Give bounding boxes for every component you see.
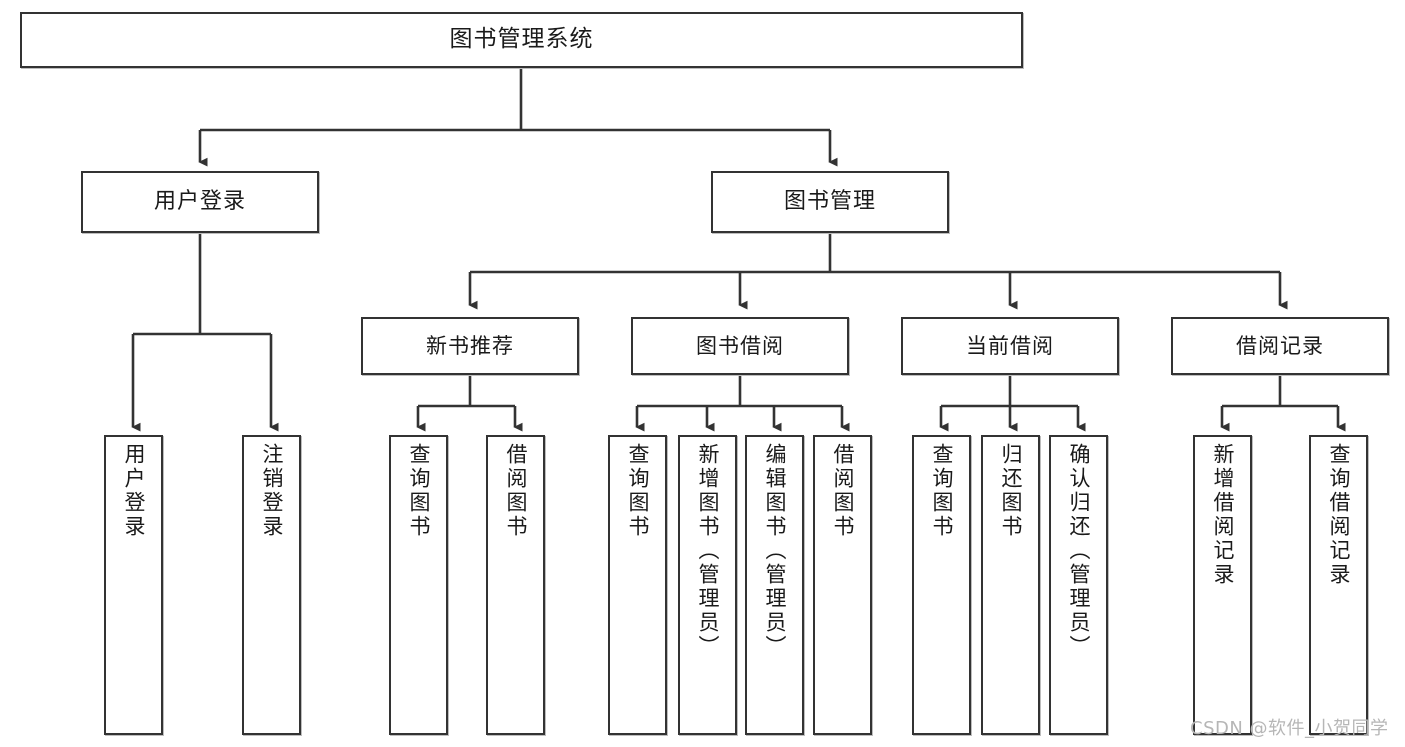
- node-leaf-return-book-label: 归还图书: [999, 443, 1023, 539]
- node-book-management-label: 图书管理: [783, 189, 876, 215]
- node-leaf-logout-label: 注销登录: [260, 443, 284, 539]
- node-leaf-edit-book-admin-label: 编辑图书（管理员）: [763, 443, 787, 659]
- node-leaf-add-book-admin[interactable]: 新增图书（管理员）: [678, 435, 737, 735]
- node-new-book-recommend-label: 新书推荐: [426, 333, 514, 358]
- node-leaf-borrow-book-recommend-label: 借阅图书: [504, 443, 528, 539]
- node-leaf-query-book-recommend[interactable]: 查询图书: [389, 435, 448, 735]
- node-leaf-edit-book-admin[interactable]: 编辑图书（管理员）: [745, 435, 804, 735]
- node-leaf-query-book-recommend-label: 查询图书: [407, 443, 431, 539]
- node-book-borrow[interactable]: 图书借阅: [631, 317, 849, 375]
- node-book-management[interactable]: 图书管理: [711, 171, 949, 233]
- node-new-book-recommend[interactable]: 新书推荐: [361, 317, 579, 375]
- node-user-login-label: 用户登录: [153, 189, 246, 215]
- node-leaf-confirm-return-admin[interactable]: 确认归还（管理员）: [1049, 435, 1108, 735]
- node-leaf-query-book-current-label: 查询图书: [930, 443, 954, 539]
- node-leaf-logout[interactable]: 注销登录: [242, 435, 301, 735]
- node-book-borrow-label: 图书借阅: [696, 333, 784, 358]
- node-root-book-management-system[interactable]: 图书管理系统: [20, 12, 1023, 68]
- node-leaf-query-book-borrow-label: 查询图书: [626, 443, 650, 539]
- node-leaf-user-login-label: 用户登录: [122, 443, 146, 539]
- node-leaf-borrow-book[interactable]: 借阅图书: [813, 435, 872, 735]
- node-current-borrow[interactable]: 当前借阅: [901, 317, 1119, 375]
- node-root-label: 图书管理系统: [449, 26, 594, 53]
- node-borrow-record[interactable]: 借阅记录: [1171, 317, 1389, 375]
- csdn-watermark: CSDN @软件_小贺同学: [1190, 718, 1389, 739]
- node-leaf-query-book-borrow[interactable]: 查询图书: [608, 435, 667, 735]
- node-leaf-confirm-return-admin-label: 确认归还（管理员）: [1067, 443, 1091, 659]
- node-leaf-add-book-admin-label: 新增图书（管理员）: [696, 443, 720, 659]
- node-leaf-borrow-book-recommend[interactable]: 借阅图书: [486, 435, 545, 735]
- node-current-borrow-label: 当前借阅: [966, 333, 1054, 358]
- node-leaf-query-borrow-record-label: 查询借阅记录: [1327, 443, 1351, 587]
- node-leaf-query-book-current[interactable]: 查询图书: [912, 435, 971, 735]
- node-leaf-add-borrow-record[interactable]: 新增借阅记录: [1193, 435, 1252, 735]
- node-leaf-borrow-book-label: 借阅图书: [831, 443, 855, 539]
- node-borrow-record-label: 借阅记录: [1236, 333, 1324, 358]
- node-leaf-user-login[interactable]: 用户登录: [104, 435, 163, 735]
- node-user-login[interactable]: 用户登录: [81, 171, 319, 233]
- node-leaf-return-book[interactable]: 归还图书: [981, 435, 1040, 735]
- node-leaf-add-borrow-record-label: 新增借阅记录: [1211, 443, 1235, 587]
- node-leaf-query-borrow-record[interactable]: 查询借阅记录: [1309, 435, 1368, 735]
